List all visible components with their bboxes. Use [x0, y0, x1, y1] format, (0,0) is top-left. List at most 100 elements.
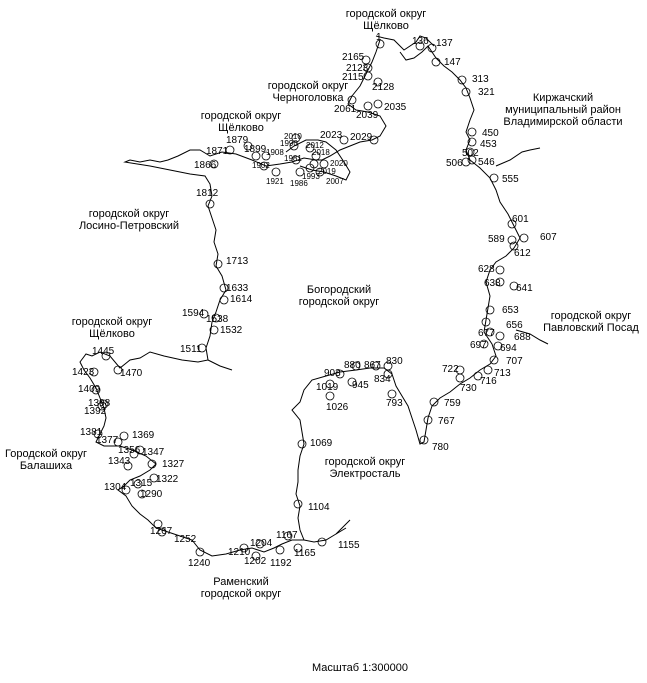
survey-point-label: 1879: [226, 135, 249, 146]
survey-point-marker: [243, 141, 253, 151]
survey-point-label: 1990: [280, 139, 298, 148]
boundary-spur: [495, 147, 541, 167]
survey-point-label: 2012: [306, 141, 324, 150]
survey-point-label: 1398: [88, 398, 111, 409]
survey-point-label: 1204: [250, 538, 273, 549]
survey-point-marker: [387, 389, 397, 399]
survey-point-marker: [209, 159, 219, 169]
survey-point-label: 1069: [310, 438, 333, 449]
survey-point-label: 1026: [326, 402, 349, 413]
survey-point-marker: [211, 313, 221, 323]
survey-point-marker: [335, 369, 345, 379]
survey-point-label: 638: [484, 278, 501, 289]
survey-point-label: 1899: [244, 144, 267, 155]
survey-point-label: 1423: [72, 367, 95, 378]
survey-point-label: 1511: [180, 344, 202, 355]
survey-point-label: 867: [364, 360, 381, 371]
survey-point-label: 1167: [276, 530, 298, 541]
map-scale: Масштаб 1:300000: [312, 662, 408, 674]
survey-point-label: 1981: [284, 154, 302, 163]
survey-point-label: 707: [506, 356, 523, 367]
survey-point-label: 1614: [230, 294, 253, 305]
survey-point-label: 1470: [120, 368, 143, 379]
survey-point-marker: [373, 99, 383, 109]
survey-point-marker: [473, 371, 483, 381]
survey-point-label: 2128: [372, 82, 395, 93]
survey-point-label: 945: [352, 380, 369, 391]
survey-point-label: 2023: [320, 130, 343, 141]
survey-point-marker: [239, 543, 249, 553]
survey-point-marker: [251, 151, 261, 161]
survey-point-marker: [209, 325, 219, 335]
survey-point-marker: [483, 365, 493, 375]
survey-point-marker: [291, 155, 301, 165]
survey-point-marker: [135, 445, 145, 455]
survey-point-label: 1392: [84, 406, 107, 417]
survey-point-marker: [461, 157, 471, 167]
survey-point-label: 589: [488, 234, 505, 245]
region-ramensky: Раменский городской округ: [200, 576, 282, 600]
region-chernogolovka: городской округ Черноголовка: [267, 80, 349, 104]
survey-point-marker: [361, 55, 371, 65]
survey-point-marker: [455, 373, 465, 383]
survey-point-label: 1538: [206, 314, 229, 325]
survey-point-label: 880: [344, 360, 361, 371]
survey-point-marker: [325, 391, 335, 401]
survey-point-label: 1155: [338, 540, 360, 551]
region-balashikha: Городской округ Балашиха: [5, 448, 87, 472]
survey-point-marker: [255, 539, 265, 549]
survey-point-marker: [205, 199, 215, 209]
region-shchelkovo-left-mid: городской округ Щёлково: [71, 316, 153, 340]
survey-point-marker: [305, 143, 315, 153]
survey-point-marker: [373, 77, 383, 87]
survey-point-label: 1871: [206, 146, 229, 157]
survey-point-marker: [419, 435, 429, 445]
survey-point-marker: [113, 437, 123, 447]
survey-point-label: 641: [516, 283, 533, 294]
survey-point-marker: [129, 449, 139, 459]
survey-point-label: 1409: [78, 384, 101, 395]
survey-point-marker: [431, 57, 441, 67]
survey-point-label: 903: [324, 368, 341, 379]
survey-point-label: 628: [478, 264, 495, 275]
survey-point-marker: [123, 461, 133, 471]
survey-point-label: 677: [478, 328, 495, 339]
survey-point-label: 722: [442, 364, 459, 375]
survey-point-label: 2115: [342, 72, 364, 83]
survey-point-marker: [293, 499, 303, 509]
survey-point-marker: [97, 401, 107, 411]
survey-point-marker: [481, 317, 491, 327]
survey-point-marker: [465, 147, 475, 157]
boundary-spur-2: [515, 329, 549, 345]
survey-point-label: 1633: [226, 283, 249, 294]
survey-point-marker: [157, 527, 167, 537]
survey-point-marker: [461, 87, 471, 97]
survey-point-label: 1986: [290, 179, 308, 188]
survey-point-label: 147: [444, 57, 461, 68]
survey-point-label: 1252: [174, 534, 197, 545]
survey-point-label: 2007: [326, 177, 344, 186]
survey-point-label: 1381: [80, 427, 103, 438]
survey-point-label: 1210: [228, 547, 251, 558]
survey-point-marker: [467, 127, 477, 137]
survey-point-label: 450: [482, 128, 499, 139]
survey-point-marker: [315, 167, 325, 177]
survey-point-label: 694: [500, 343, 517, 354]
survey-point-marker: [195, 547, 205, 557]
survey-point-marker: [485, 305, 495, 315]
survey-point-label: 2019: [318, 167, 336, 176]
survey-point-marker: [137, 489, 147, 499]
survey-point-label: 506: [446, 158, 463, 169]
survey-point-marker: [251, 551, 261, 561]
survey-point-label: 136: [412, 36, 429, 47]
survey-point-marker: [213, 259, 223, 269]
survey-point-label: 1240: [188, 558, 211, 569]
survey-point-marker: [509, 241, 519, 251]
survey-point-marker: [199, 309, 209, 319]
survey-point-label: 793: [386, 398, 403, 409]
survey-point-label: 1594: [182, 308, 205, 319]
survey-point-label: 830: [386, 356, 403, 367]
survey-point-marker: [457, 75, 467, 85]
survey-point-label: 2035: [384, 102, 407, 113]
